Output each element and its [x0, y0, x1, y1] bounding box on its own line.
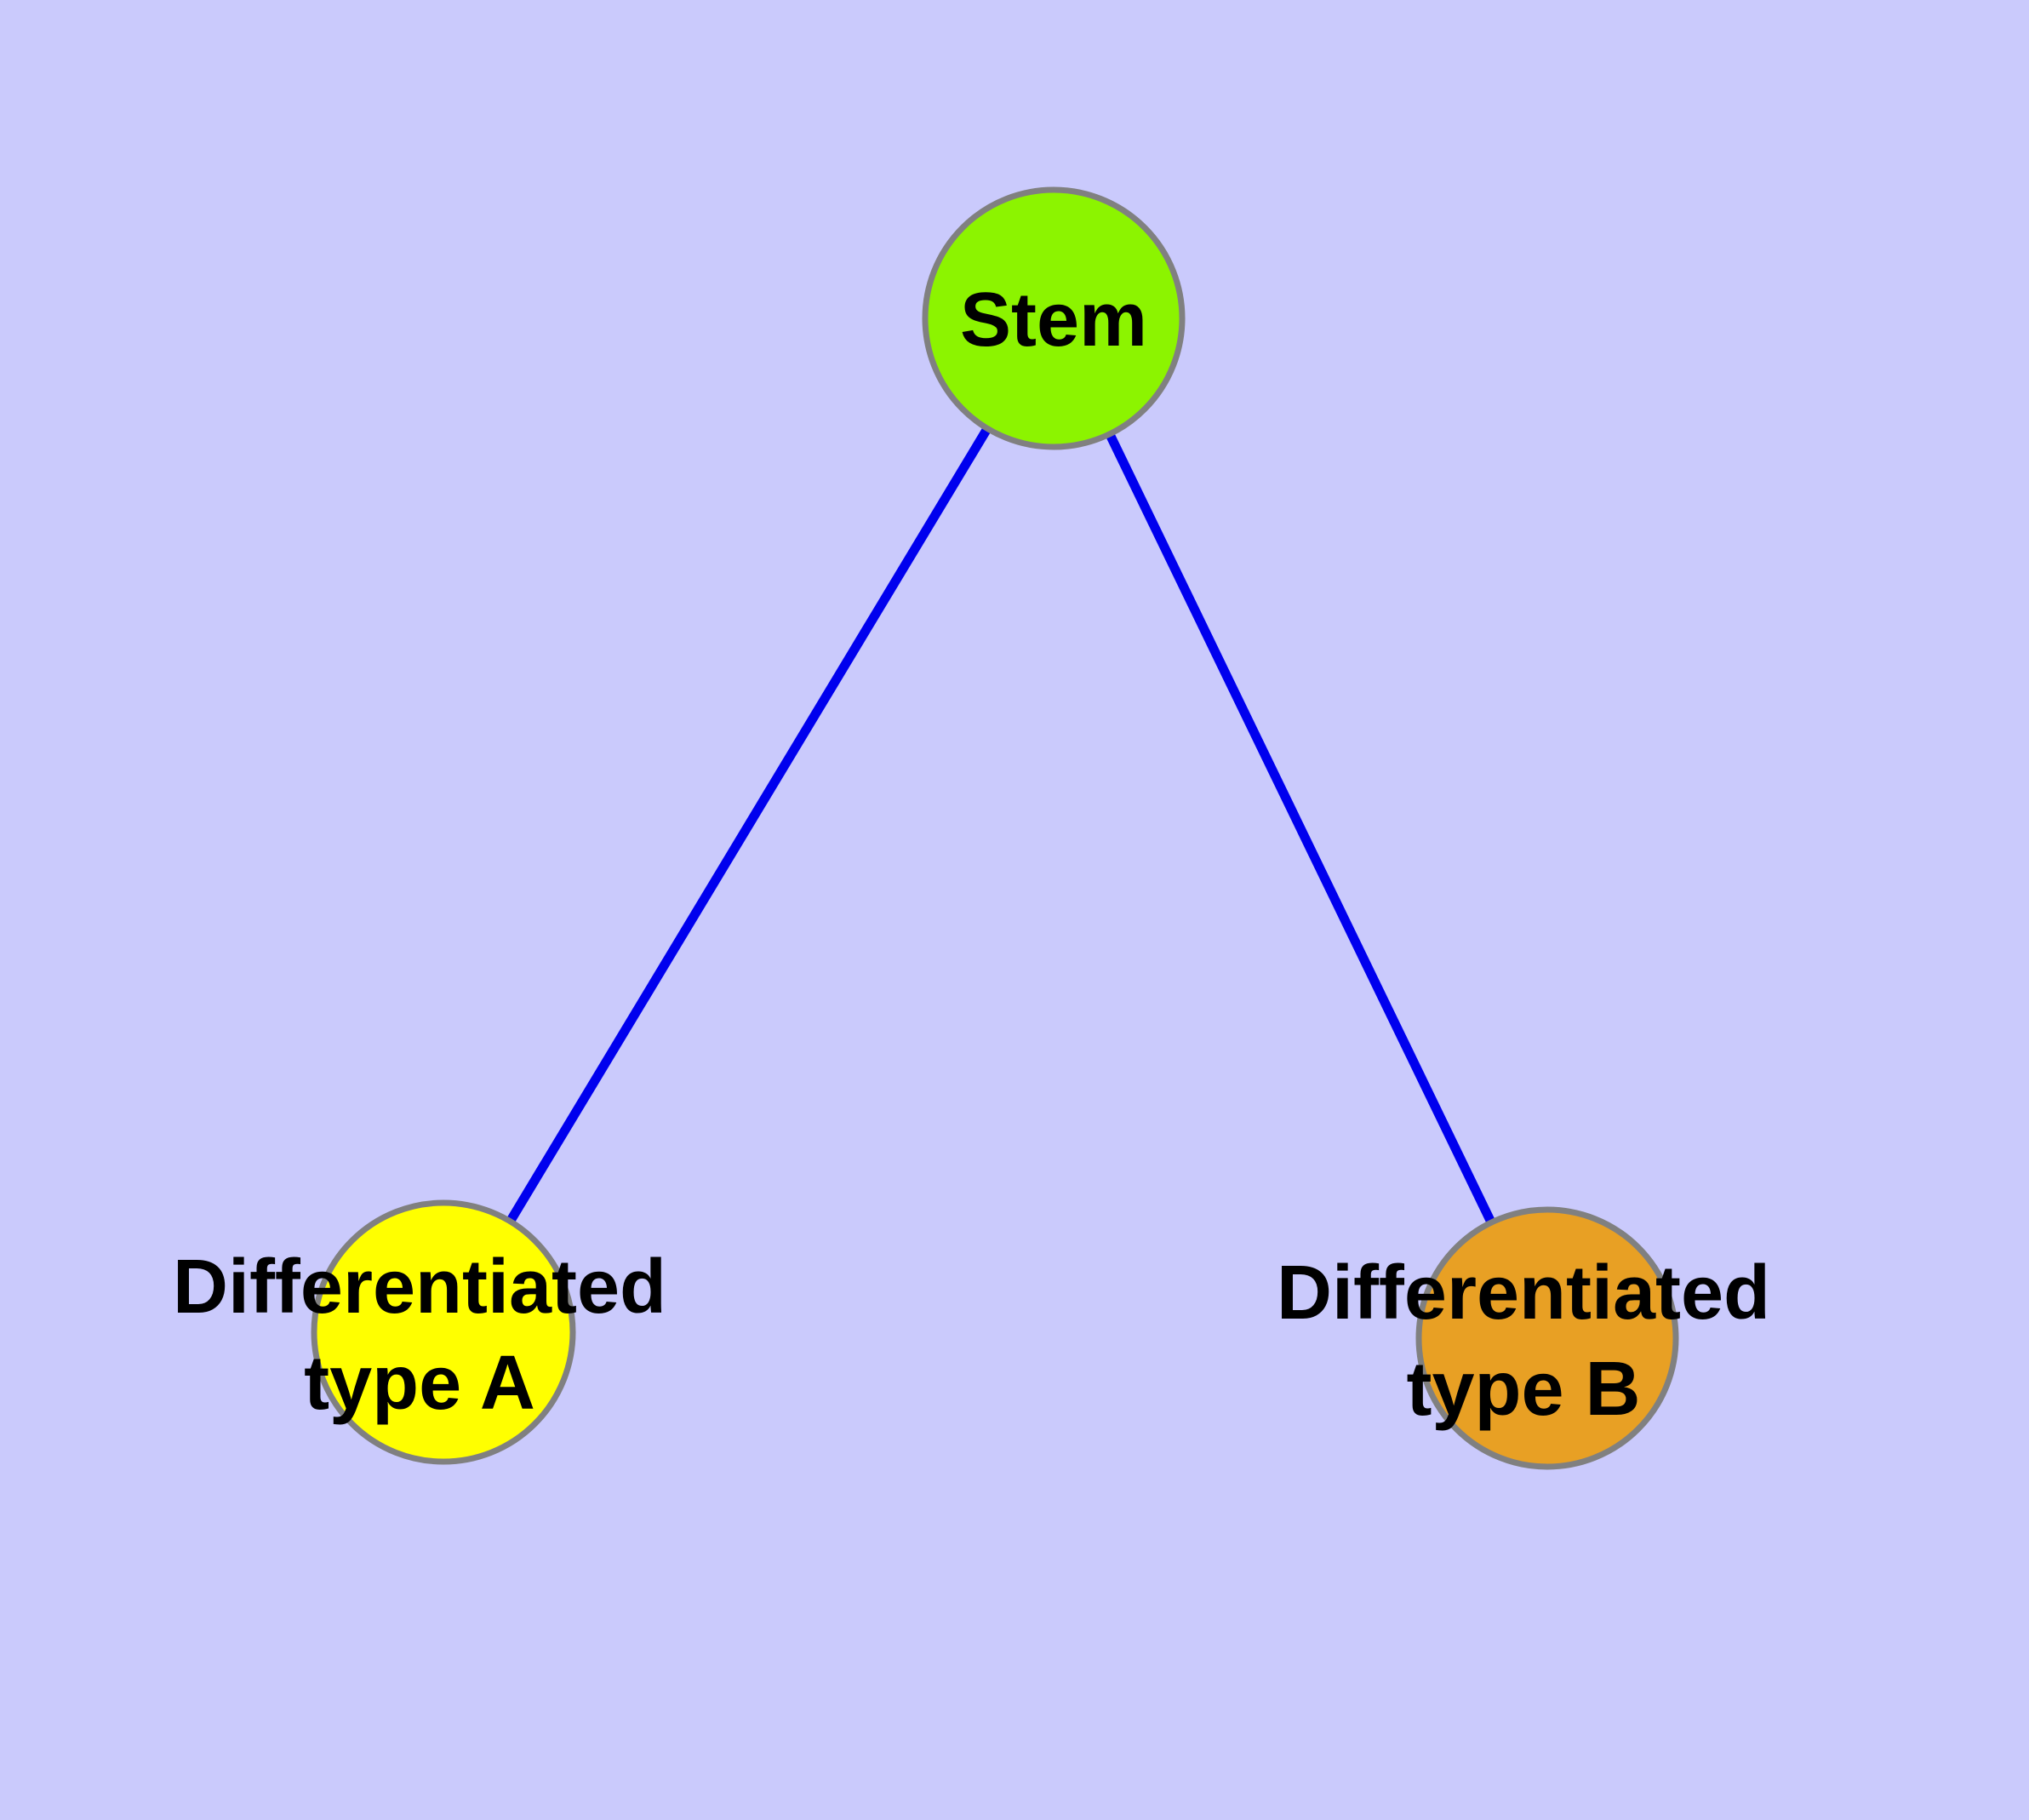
stem-node-label: Stem [960, 278, 1147, 363]
type-a-node-label-line2: type A [304, 1341, 535, 1426]
type-a-node-label-line1: Differentiated [173, 1245, 666, 1330]
type-b-node-label-line1: Differentiated [1277, 1251, 1770, 1336]
stem-node [922, 186, 1186, 450]
edge-stem-to-type-b [1049, 316, 1552, 1341]
type-b-node [1415, 1206, 1679, 1470]
type-b-node-label-line2: type B [1406, 1347, 1640, 1432]
edge-stem-to-type-a [439, 316, 1058, 1335]
type-a-node [311, 1199, 576, 1465]
